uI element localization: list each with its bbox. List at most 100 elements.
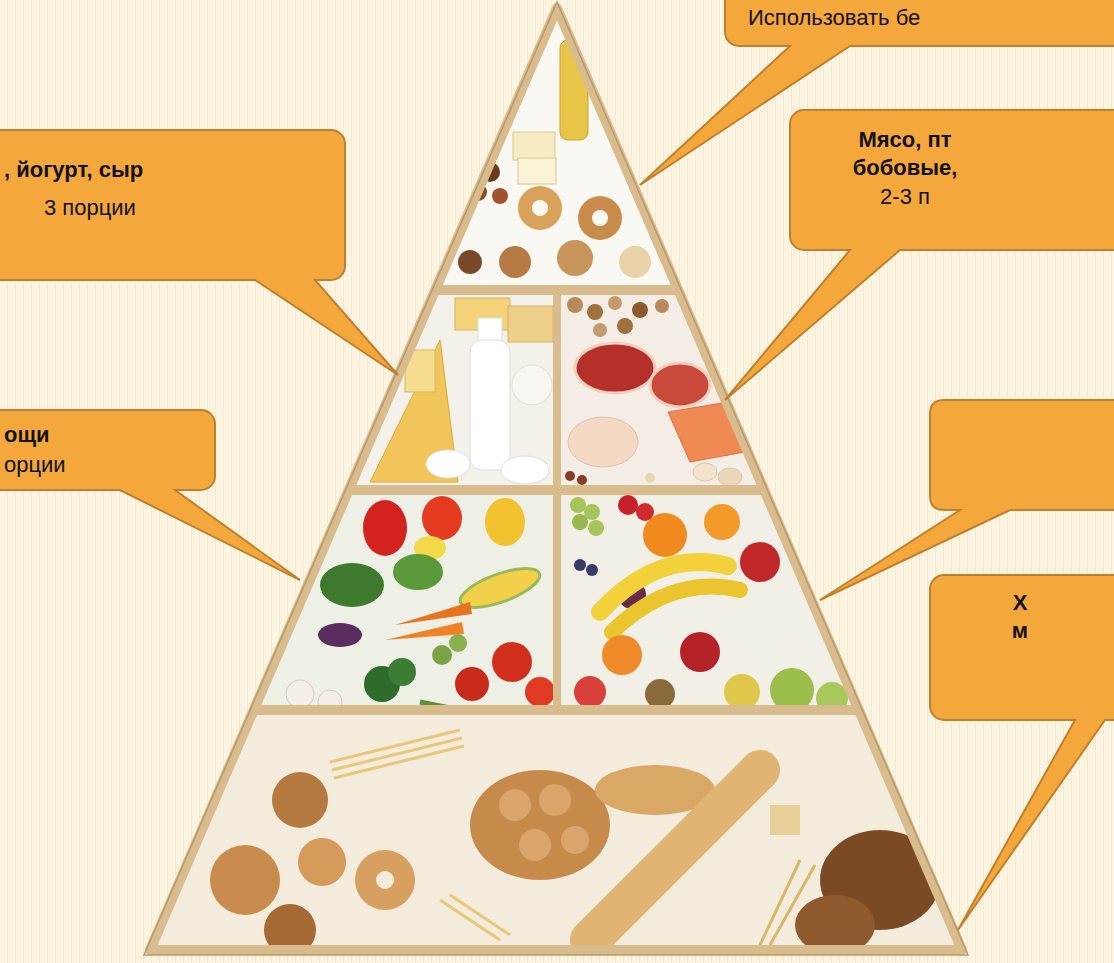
bread-roll bbox=[210, 845, 280, 915]
callout-heading: Использовать бе bbox=[748, 4, 1114, 32]
callout-text-column: Х м bbox=[1005, 589, 1035, 644]
bagel-hole bbox=[376, 871, 394, 889]
milk-bottle bbox=[470, 340, 510, 470]
mushroom bbox=[286, 680, 314, 708]
tier-ground bbox=[555, 485, 865, 715]
bean bbox=[577, 475, 587, 485]
blueberry bbox=[574, 559, 586, 571]
bread-roll bbox=[298, 838, 346, 886]
chicken bbox=[568, 417, 638, 467]
carrot bbox=[395, 602, 472, 625]
tomato bbox=[525, 677, 555, 707]
orange bbox=[602, 635, 642, 675]
donut-hole bbox=[532, 200, 548, 216]
butter bbox=[518, 158, 556, 184]
bean bbox=[565, 471, 575, 481]
callout-outline bbox=[0, 410, 300, 580]
pasta bbox=[330, 730, 460, 762]
cheese-block bbox=[508, 306, 553, 342]
braided-bread bbox=[470, 770, 610, 880]
tomato bbox=[455, 667, 489, 701]
cookie bbox=[499, 246, 531, 278]
yogurt-cup bbox=[426, 450, 470, 478]
donut bbox=[578, 196, 622, 240]
nut bbox=[608, 296, 622, 310]
strawberry bbox=[618, 495, 638, 515]
callout-bubble: Использовать бе bbox=[725, 0, 1114, 46]
callout-text-column: ощиорции bbox=[4, 421, 184, 478]
callout-bubble-empty bbox=[820, 400, 1114, 600]
cracker bbox=[770, 805, 800, 835]
nut bbox=[655, 299, 669, 313]
apple bbox=[740, 542, 780, 582]
yellow-pepper bbox=[485, 498, 525, 546]
bread-roll bbox=[272, 772, 328, 828]
nut bbox=[593, 323, 607, 337]
cookie bbox=[619, 246, 651, 278]
callout-bubble: Х м bbox=[930, 575, 1114, 720]
steak bbox=[650, 363, 710, 407]
yogurt-cup bbox=[501, 456, 549, 484]
callout-shape bbox=[790, 110, 1114, 250]
cottage-cheese bbox=[512, 365, 552, 405]
dairy-tier bbox=[340, 285, 560, 495]
tomato bbox=[492, 642, 532, 682]
grape bbox=[572, 514, 588, 530]
callout-heading: ощи bbox=[4, 421, 184, 449]
butter bbox=[513, 132, 555, 160]
eggplant bbox=[318, 623, 362, 647]
grape bbox=[570, 497, 586, 513]
tier-ground bbox=[340, 285, 560, 495]
apple bbox=[680, 632, 720, 672]
callout-heading: Мясо, пт бобовые, bbox=[840, 126, 970, 181]
nut bbox=[567, 297, 583, 313]
blueberry bbox=[586, 564, 598, 576]
callout-text-column: Использовать бе bbox=[748, 4, 1114, 32]
bagel bbox=[355, 850, 415, 910]
nut bbox=[632, 302, 648, 318]
braid bbox=[499, 789, 531, 821]
banana bbox=[612, 587, 740, 632]
broccoli bbox=[388, 658, 416, 686]
callout-heading: , йогурт, сыр bbox=[4, 156, 324, 184]
callout-bubble: , йогурт, сыр 3 порции bbox=[0, 130, 345, 280]
cookie bbox=[557, 240, 593, 276]
egg bbox=[693, 463, 717, 481]
kiwi bbox=[645, 679, 675, 709]
nut bbox=[617, 318, 633, 334]
baguette bbox=[590, 770, 760, 940]
pasta bbox=[440, 900, 500, 940]
callout-text: 2-3 п bbox=[840, 183, 970, 211]
callout-text: орции bbox=[4, 451, 184, 479]
red-pepper bbox=[422, 496, 462, 540]
divider bbox=[553, 290, 561, 710]
callout-text-column: Мясо, пт бобовые,2-3 п bbox=[840, 126, 970, 211]
greens bbox=[393, 554, 443, 590]
grape bbox=[588, 520, 604, 536]
donut bbox=[518, 186, 562, 230]
braid bbox=[539, 784, 571, 816]
pasta bbox=[334, 746, 464, 778]
grain-tier bbox=[145, 705, 967, 956]
brussels-sprout bbox=[432, 645, 452, 665]
callout-outline bbox=[930, 575, 1114, 930]
braid bbox=[561, 826, 589, 854]
callout-bubble: Мясо, пт бобовые,2-3 п bbox=[790, 110, 1114, 250]
steak bbox=[575, 343, 655, 393]
apple bbox=[574, 676, 606, 708]
brussels-sprout bbox=[449, 634, 467, 652]
orange bbox=[643, 513, 687, 557]
callout-outline bbox=[725, 110, 1114, 400]
chocolate bbox=[458, 250, 482, 274]
callout-text: 3 порции bbox=[44, 194, 324, 222]
tier-ground bbox=[145, 705, 967, 955]
orange bbox=[704, 504, 740, 540]
greens bbox=[320, 563, 384, 607]
callout-heading: Х м bbox=[1005, 589, 1035, 644]
callout-outline bbox=[0, 130, 398, 375]
donut-hole bbox=[592, 210, 608, 226]
callout-bubble: ощиорции bbox=[0, 410, 215, 490]
pasta bbox=[332, 738, 462, 770]
braid bbox=[519, 829, 551, 861]
pasta bbox=[450, 895, 510, 935]
